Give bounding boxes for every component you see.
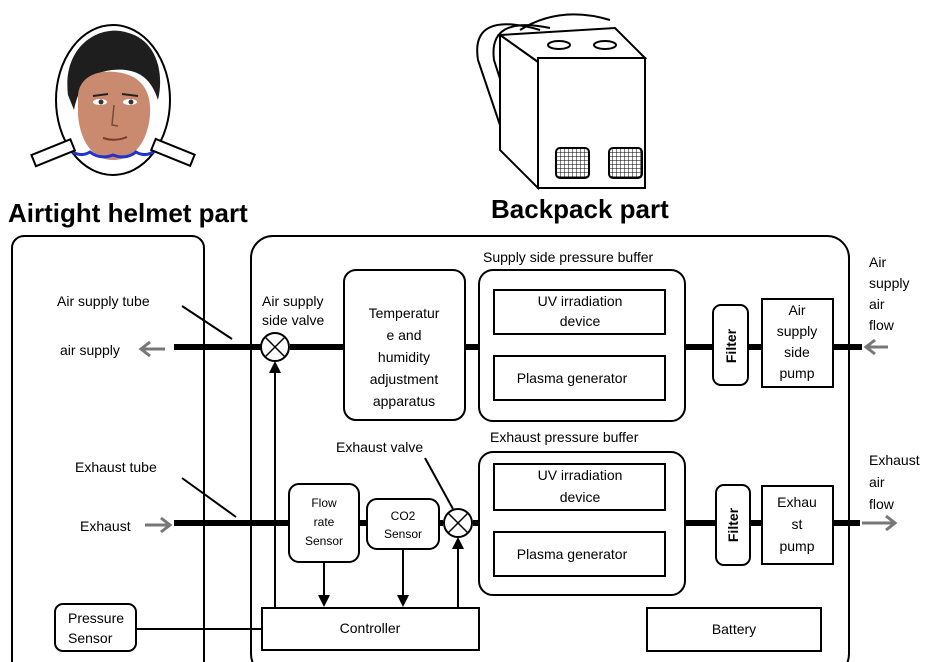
exhaust-air-flow-label-1: Exhaust — [869, 452, 920, 468]
air-supply-pump-label-2: supply — [777, 323, 817, 339]
air-supply-air-flow-label-4: flow — [869, 317, 895, 333]
helmet-illustration — [30, 24, 196, 176]
air-supply-side-valve-label-1: Air supply — [262, 293, 323, 309]
supply-uv-device-label-2: device — [560, 313, 601, 329]
flow-sensor-to-controller — [318, 562, 330, 607]
temp-humidity-label-1: Temperatur — [369, 305, 440, 321]
flow-rate-sensor-label-1: Flow — [311, 496, 337, 510]
supply-buffer-label: Supply side pressure buffer — [483, 249, 654, 265]
exhaust-air-flow-arrow — [862, 514, 898, 532]
exhaust-uv-device-label-2: device — [560, 489, 601, 505]
supply-filter-label: Filter — [723, 328, 739, 363]
supply-uv-device-label-1: UV irradiation — [538, 293, 623, 309]
flow-rate-sensor-label-3: Sensor — [305, 534, 343, 548]
backpack-illustration — [476, 13, 648, 191]
exhaust-filter-label: Filter — [725, 507, 741, 542]
controller-label: Controller — [340, 620, 401, 636]
controller-to-supply-valve — [269, 361, 281, 608]
temp-humidity-box — [343, 269, 466, 421]
air-supply-pump-label-1: Air — [788, 302, 805, 318]
battery-label: Battery — [712, 621, 756, 637]
exhaust-pump-label-2: st — [792, 516, 803, 532]
exhaust-valve-leader — [424, 457, 454, 510]
exhaust-label: Exhaust — [80, 518, 131, 534]
temp-humidity-label-2: e and — [386, 327, 421, 343]
supply-uv-device-box — [493, 289, 666, 335]
backpack-title: Backpack part — [491, 194, 669, 224]
exhaust-air-flow-label-3: flow — [869, 496, 895, 512]
air-supply-arrow — [138, 340, 165, 358]
exhaust-tube-label: Exhaust tube — [75, 459, 157, 475]
exhaust-pump-box — [761, 485, 834, 565]
exhaust-filter-box — [715, 484, 751, 566]
exhaust-plasma-generator-label: Plasma generator — [517, 546, 628, 562]
supply-plasma-generator-label: Plasma generator — [517, 370, 628, 386]
exhaust-air-flow-label-2: air — [869, 474, 885, 490]
air-supply-air-flow-label-3: air — [869, 296, 885, 312]
flow-rate-sensor-label-2: rate — [314, 515, 335, 529]
temp-humidity-label-3: humidity — [378, 349, 430, 365]
battery-box — [646, 607, 822, 652]
air-supply-air-flow-label-1: Air — [869, 254, 886, 270]
controller-box — [261, 607, 480, 651]
exhaust-pump-label-1: Exhau — [777, 494, 817, 510]
air-supply-side-valve — [260, 332, 290, 362]
co2-sensor-label-1: CO2 — [391, 509, 416, 523]
helmet-container — [11, 235, 205, 662]
air-supply-tube-leader — [181, 305, 233, 340]
exhaust-uv-device-label-1: UV irradiation — [538, 467, 623, 483]
air-supply-air-flow-label-2: supply — [869, 275, 909, 291]
air-supply-tube-label: Air supply tube — [57, 293, 150, 309]
air-supply-pump-box — [761, 298, 834, 388]
helmet-title: Airtight helmet part — [8, 198, 248, 228]
temp-humidity-label-5: apparatus — [373, 393, 435, 409]
air-supply-pump-label-4: pump — [779, 365, 814, 381]
pressure-sensor-box — [54, 603, 137, 652]
air-supply-air-flow-arrow — [863, 338, 888, 356]
supply-plasma-generator-box — [493, 355, 666, 401]
exhaust-tube-leader — [181, 477, 237, 518]
air-supply-label: air supply — [60, 342, 120, 358]
exhaust-uv-device-box — [493, 463, 666, 511]
exhaust-valve — [443, 508, 473, 538]
exhaust-plasma-generator-box — [493, 531, 666, 577]
co2-sensor-to-controller — [397, 549, 409, 607]
air-supply-side-valve-label-2: side valve — [262, 312, 324, 328]
exhaust-pump-label-3: pump — [779, 538, 814, 554]
exhaust-valve-label: Exhaust valve — [336, 439, 423, 455]
controller-to-exhaust-valve — [452, 537, 464, 608]
supply-filter-box — [712, 304, 749, 386]
air-supply-pump-label-3: side — [784, 344, 810, 360]
pressure-sensor-label-1: Pressure — [68, 610, 124, 626]
co2-sensor-box — [366, 498, 440, 550]
co2-sensor-label-2: Sensor — [384, 527, 422, 541]
exhaust-buffer-label: Exhaust pressure buffer — [490, 429, 639, 445]
exhaust-in-arrow — [145, 516, 173, 534]
temp-humidity-label-4: adjustment — [370, 371, 439, 387]
pressure-sensor-label-2: Sensor — [68, 630, 113, 646]
